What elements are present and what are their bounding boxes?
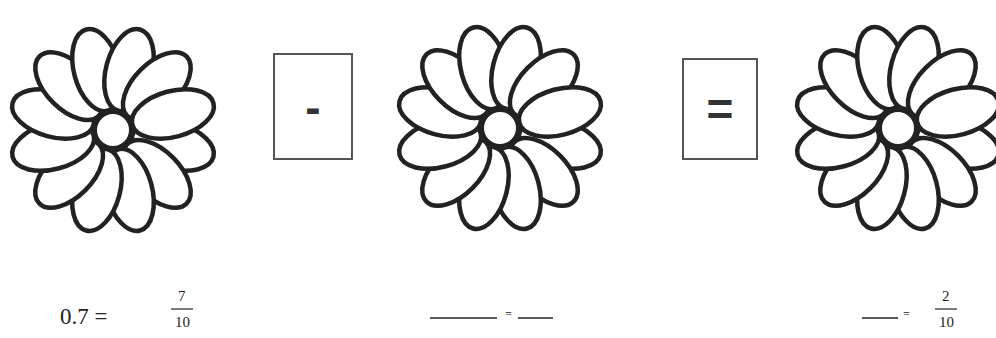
answer-blank <box>518 317 553 319</box>
flower-center <box>481 109 519 147</box>
flower-center <box>879 109 917 147</box>
operator-box: - <box>273 53 353 160</box>
equals-sign: = <box>505 308 512 320</box>
numerator: 7 <box>178 289 186 304</box>
denominator: 10 <box>939 315 954 330</box>
flower-petal <box>513 79 606 145</box>
fraction-bar <box>171 308 193 309</box>
decimal-text: 0.7 = <box>60 305 107 328</box>
answer-blank <box>862 317 898 319</box>
denominator: 10 <box>175 315 190 330</box>
numerator: 2 <box>942 289 950 304</box>
equals-sign: = <box>903 308 910 320</box>
flower <box>394 22 607 235</box>
operator-sign: - <box>305 84 320 130</box>
flower-center <box>94 111 132 149</box>
fraction-bar <box>935 308 957 309</box>
flower <box>7 24 220 237</box>
flower-petal <box>911 79 996 145</box>
flower <box>792 22 996 235</box>
operator-sign: = <box>707 86 734 132</box>
answer-blank <box>430 317 497 319</box>
flower-petal <box>126 81 219 147</box>
operator-box: = <box>682 58 758 160</box>
